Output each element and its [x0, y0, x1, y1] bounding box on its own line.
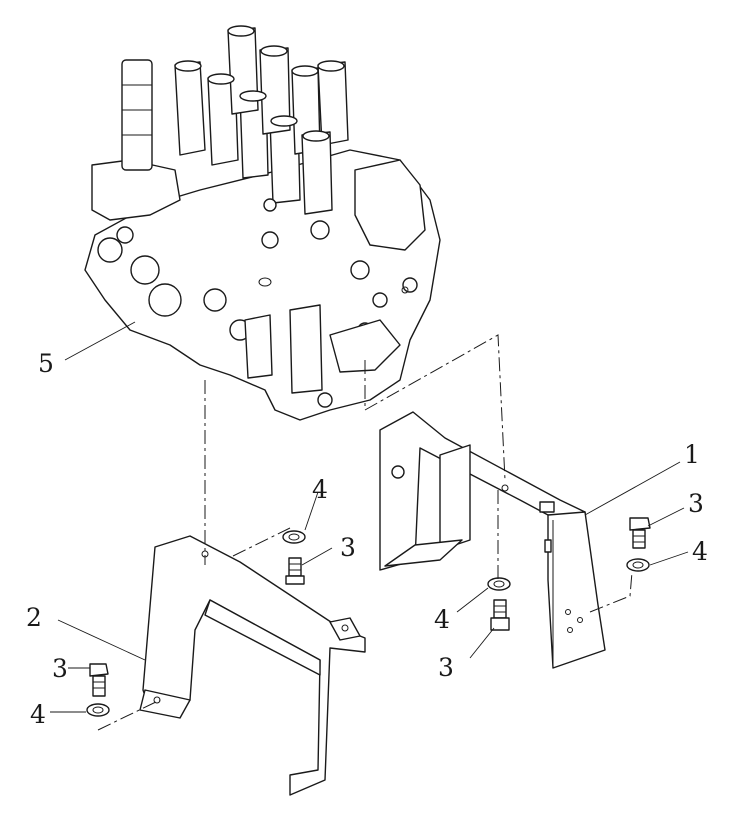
callout-bracket-right: 1 — [684, 440, 700, 469]
callout-valve: 5 — [38, 349, 54, 378]
callout-bracket-left: 2 — [26, 603, 42, 632]
washer-right — [626, 558, 650, 572]
callout-bolt-left: 3 — [52, 654, 68, 683]
callout-washer-right: 4 — [692, 537, 708, 566]
callout-bolt-right-lower: 3 — [438, 653, 454, 682]
right-mounting-bracket — [379, 411, 606, 669]
control-valve — [84, 25, 441, 421]
callout-washer-center-lower: 4 — [434, 605, 450, 634]
left-mounting-bracket — [139, 535, 366, 796]
bolt-center — [285, 557, 305, 585]
washer-center-lower — [487, 577, 511, 591]
bolt-right-upper — [629, 517, 651, 549]
callout-washer-left: 4 — [30, 700, 46, 729]
bolt-right-lower — [490, 599, 510, 631]
callout-washer-center-upper: 4 — [312, 475, 328, 504]
washer-left — [86, 703, 110, 717]
callouts: 5 1 2 3 4 3 4 4 3 3 4 — [26, 349, 708, 729]
washer-center-upper — [282, 530, 306, 544]
callout-bolt-center: 3 — [340, 533, 356, 562]
leader-lines — [50, 321, 689, 713]
alignment-lines — [97, 334, 633, 731]
callout-bolt-right-upper: 3 — [688, 489, 704, 518]
bolt-left — [89, 663, 109, 697]
